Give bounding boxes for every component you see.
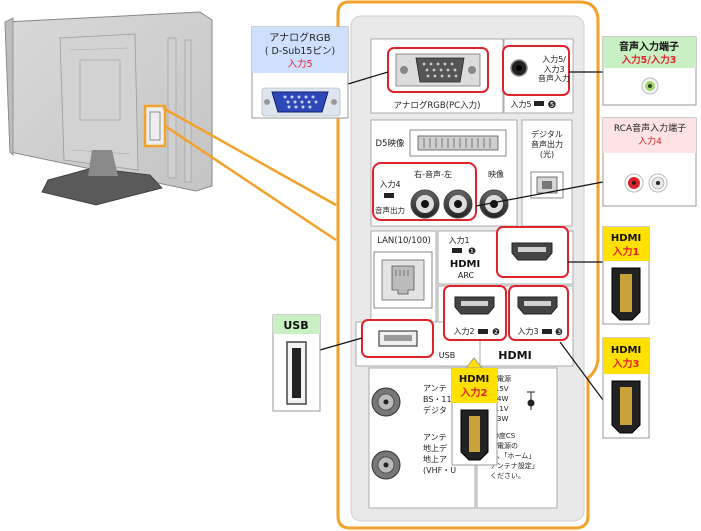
input5-audio-line1: 入力5/ <box>542 54 566 64</box>
callout-audio-line1: 音声入力端子 <box>619 40 679 53</box>
optical-line1: デジタル <box>531 129 563 139</box>
callout-hdmi2-line2: 入力2 <box>461 386 488 399</box>
antenna-bs-port <box>371 387 401 417</box>
callout-rca <box>602 117 697 207</box>
callout-hdmi1-line1: HDMI <box>611 233 641 244</box>
callout-analog-line3: 入力5 <box>287 58 312 70</box>
hdmi-in2-number: ❷ <box>492 328 500 338</box>
d5-label: D5映像 <box>376 138 405 149</box>
hdmi-in2-label: 入力2 <box>453 326 474 336</box>
optical-port <box>530 171 564 199</box>
callout-rca-line1: RCA音声入力端子 <box>614 122 686 134</box>
zoom-lines <box>162 106 337 242</box>
power-note-top-line4: C11V <box>490 405 509 413</box>
vga-port <box>387 47 489 93</box>
antenna-top-line3: デジタ <box>423 405 447 415</box>
hdmi-in3-plug-icon <box>542 329 552 334</box>
antenna-terrestrial-port <box>371 450 401 480</box>
hdmi-in1-number: ❶ <box>468 247 476 257</box>
antenna-top-line2: BS・110 <box>423 395 457 404</box>
input5-audio-line2: 入力3 <box>543 64 564 74</box>
callout-hdmi1 <box>602 226 650 325</box>
callout-hdmi2-line1: HDMI <box>459 374 489 385</box>
hdmi-in2-port <box>454 296 495 315</box>
hdmi-in1-port <box>511 242 553 261</box>
rca-jack-left <box>443 189 473 219</box>
callout-audio-input <box>602 36 697 106</box>
callout-usb-line1: USB <box>283 319 308 332</box>
hdmi-in3-port <box>517 296 558 315</box>
callout-hdmi3-line2: 入力3 <box>613 357 640 370</box>
rca-jack-right <box>410 189 440 219</box>
input4-line3: 音声出力 <box>375 205 405 215</box>
input4-line1: 入力4 <box>379 179 400 189</box>
tv-rear-illustration <box>4 11 213 206</box>
callout-rca-line2: 入力4 <box>638 135 662 147</box>
callout-hdmi1-line2: 入力1 <box>613 245 640 258</box>
power-note-top-line5: 大3W <box>490 414 508 423</box>
antenna-bottom-line1: アンテ <box>423 433 447 442</box>
hdmi-in1-arc: ARC <box>458 271 475 280</box>
callout-hdmi3-line1: HDMI <box>611 345 641 356</box>
audio-lr-label: 右-音声-左 <box>414 169 452 179</box>
input5-audio-line3: 音声入力 <box>538 73 570 83</box>
lan-port <box>373 251 433 309</box>
hdmi-logo: HDMI <box>498 349 531 362</box>
power-note-bottom-line1: 10度CS <box>490 431 516 440</box>
callout-analog-rgb <box>251 26 349 119</box>
input5-label: 入力5 <box>510 99 531 109</box>
power-note-bottom-line5: ください。 <box>490 472 525 480</box>
power-note-bottom-line2: ナ電源の <box>490 441 518 450</box>
input5-number: ❺ <box>548 100 557 111</box>
input5-audio-port <box>502 45 570 96</box>
hdmi-in1-line1: 入力1 <box>448 235 469 245</box>
callout-usb <box>272 314 321 412</box>
hdmi-in1-logo: HDMI <box>450 259 480 270</box>
vga-label: アナログRGB(PC入力) <box>394 100 481 111</box>
hdmi-in3-label: 入力3 <box>517 326 538 336</box>
dc-symbol-icon <box>527 391 535 410</box>
callout-analog-line1: アナログRGB <box>269 31 330 44</box>
power-note-bottom-line4: アンテナ設定」 <box>490 461 539 470</box>
lan-label: LAN(10/100) <box>377 236 431 246</box>
callout-lines <box>319 71 604 401</box>
antenna-bottom-line4: (VHF・U <box>423 466 456 475</box>
callout-audio-line2: 入力5/入力3 <box>621 54 677 66</box>
optical-line2: 音声出力 <box>531 139 563 149</box>
input4-highlight <box>372 162 477 221</box>
antenna-top-line1: アンテ <box>423 384 447 393</box>
hdmi-in2-plug-icon <box>478 329 488 334</box>
callout-analog-line2: ( D-Sub15ピン) <box>265 46 335 57</box>
callout-hdmi3 <box>602 337 650 439</box>
callout-hdmi2 <box>451 367 498 466</box>
antenna-bottom-line2: 地上デ <box>423 443 447 453</box>
usb-port <box>378 330 418 347</box>
antenna-bottom-line3: 地上ア <box>423 454 447 464</box>
input4-plug-icon <box>384 193 394 198</box>
input5-plug-icon <box>534 101 544 106</box>
power-note-top-line3: 大4W <box>490 394 508 403</box>
usb-panel-label: USB <box>439 351 455 360</box>
d5-port <box>409 129 507 157</box>
hdmi-in3-number: ❸ <box>555 328 563 338</box>
power-note-top-line1: 源電源 <box>490 374 511 383</box>
hdmi-in1-plug-icon <box>452 248 462 253</box>
video-label: 映像 <box>488 169 504 179</box>
power-note-top-line2: C15V <box>490 385 509 393</box>
optical-line3: (光) <box>540 149 554 159</box>
power-note-bottom-line3: は、「ホーム」 <box>490 452 535 460</box>
